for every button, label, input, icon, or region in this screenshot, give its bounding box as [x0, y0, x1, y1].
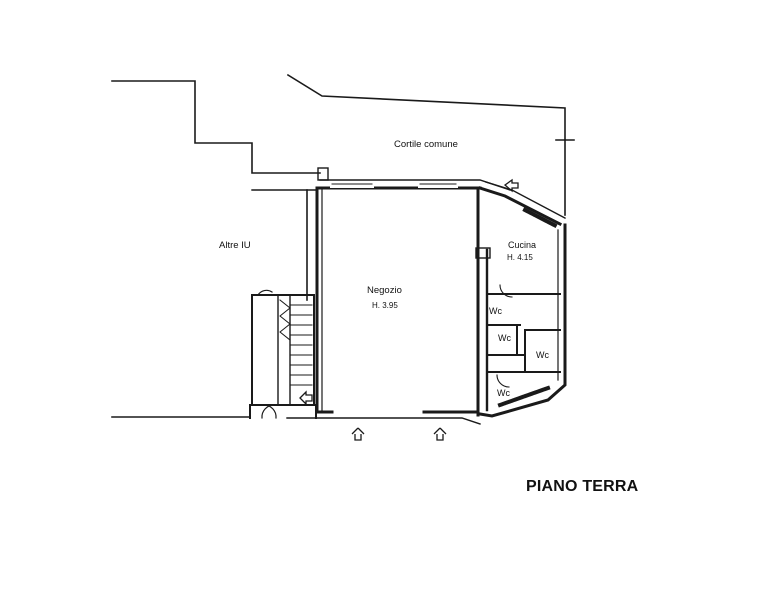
- neighbour-boundary: [111, 80, 321, 174]
- stair-steps: [289, 304, 313, 386]
- stair-partition: [277, 294, 291, 406]
- stair-door-arc-bottom2: [263, 404, 277, 419]
- kitchen-top-wall-outer: [485, 181, 566, 219]
- stair-door-arc-top: [257, 289, 273, 296]
- stair-arrow-icon: [299, 390, 313, 406]
- label-cucina-height: H. 4.15: [507, 253, 533, 262]
- floor-title: PIANO TERRA: [526, 478, 639, 495]
- pillar: [317, 167, 329, 181]
- label-negozio: Negozio: [367, 285, 402, 296]
- entrance-arrow-1-icon: [351, 427, 365, 441]
- stair-zigzag: [279, 299, 291, 341]
- window-top-1-line: [331, 183, 373, 190]
- kitchen-right-wall: [478, 223, 567, 418]
- entrance-arrow-2-icon: [433, 427, 447, 441]
- small-column: [475, 247, 491, 259]
- label-wc-4: Wc: [497, 388, 510, 398]
- label-altre: Altre IU: [219, 240, 251, 251]
- stair-door-arc-bottom: [261, 404, 275, 419]
- bottom-angled-window: [497, 385, 551, 408]
- window-top-2-line: [419, 183, 457, 190]
- kitchen-door-arc: [499, 284, 513, 298]
- stair-bottom-wall: [249, 404, 317, 419]
- label-wc-3: Wc: [536, 350, 549, 360]
- label-negozio-height: H. 3.95: [372, 301, 398, 310]
- stair-block: [251, 294, 315, 406]
- kitchen-top-wall: [478, 186, 563, 227]
- shop-bottom-wall-outer: [286, 417, 481, 425]
- label-cucina: Cucina: [508, 240, 536, 250]
- wc-door-arc: [496, 374, 510, 388]
- kitchen-angled-window: [522, 207, 559, 229]
- label-cortile: Cortile comune: [394, 139, 458, 150]
- courtyard-boundary: [286, 73, 566, 141]
- courtyard-arrow-icon: [503, 178, 519, 193]
- label-wc-2: Wc: [498, 333, 511, 343]
- label-wc-1: Wc: [489, 306, 502, 316]
